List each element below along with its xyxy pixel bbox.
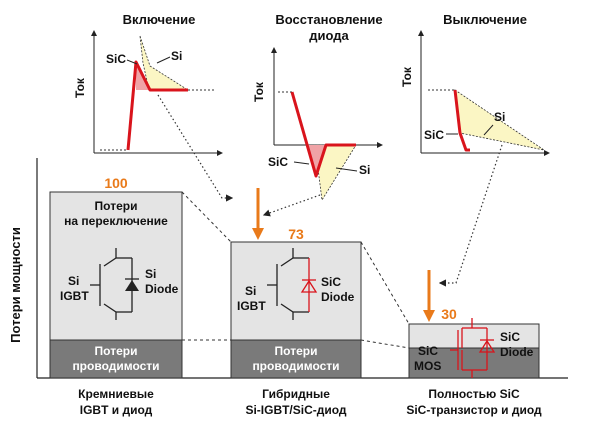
recovery-title-line1: Восстановление xyxy=(275,12,382,27)
column-full-sic-diode-icon xyxy=(478,339,496,353)
waveform-turn-on: Включение Ток SiC Si xyxy=(73,12,223,156)
recovery-sic-loss-area xyxy=(308,145,326,176)
column-si-transistor-label-1: Si xyxy=(68,274,79,288)
column-si-switching-label-2: на переключение xyxy=(64,214,168,228)
column-full-sic-transistor-label-2: MOS xyxy=(414,359,441,373)
column-hybrid-caption-1: Гибридные xyxy=(262,387,330,401)
turn-on-sic-line xyxy=(126,60,188,151)
turn-off-y-label: Ток xyxy=(400,66,414,87)
column-full-sic-caption-1: Полностью SiC xyxy=(428,387,520,401)
column-si-conduction-label-1: Потери xyxy=(95,344,138,358)
column-hybrid-transistor-label-1: Si xyxy=(245,284,256,298)
main-y-label: Потери мощности xyxy=(8,227,23,343)
recovery-title-line2: диода xyxy=(309,28,349,43)
column-full-sic-value: 30 xyxy=(441,306,457,322)
column-hybrid-conduction-bar xyxy=(230,339,362,379)
turn-on-y-label: Ток xyxy=(73,77,87,98)
column-full-sic-caption-2: SiC-транзистор и диод xyxy=(406,403,542,417)
column-si-caption-1: Кремниевые xyxy=(78,387,154,401)
column-hybrid-circuit xyxy=(267,248,309,320)
column-hybrid-conduction-label-2: проводимости xyxy=(252,359,339,373)
turn-off-sic-label: SiC xyxy=(424,128,444,142)
waveform-recovery: Восстановление диода Ток SiC Si xyxy=(252,12,383,202)
orange-arrows xyxy=(252,188,435,322)
column-si-value: 100 xyxy=(104,175,128,191)
recovery-sic-line xyxy=(290,91,356,178)
turn-on-si-label: Si xyxy=(171,49,182,63)
column-hybrid-conduction-label-1: Потери xyxy=(275,344,318,358)
column-hybrid-diode-label-1: SiC xyxy=(321,275,341,289)
column-si-conduction-label-2: проводимости xyxy=(72,359,159,373)
turn-on-sic-label: SiC xyxy=(106,52,126,66)
column-hybrid-diode-icon xyxy=(300,279,318,293)
column-si-conduction-bar xyxy=(49,339,183,379)
column-full-sic-transistor-label-1: SiC xyxy=(418,344,438,358)
column-hybrid-value: 73 xyxy=(288,226,304,242)
column-si-caption-2: IGBT и диод xyxy=(80,403,153,417)
arrow-down-icon xyxy=(423,310,435,322)
column-si-diode-label-1: Si xyxy=(145,267,156,281)
column-hybrid-diode-label-2: Diode xyxy=(321,290,355,304)
turn-off-si-label: Si xyxy=(494,110,505,124)
arrow-down-icon xyxy=(252,228,264,240)
turn-off-title: Выключение xyxy=(443,12,527,27)
column-hybrid: 73 Потери проводимости Si IGBT SiC Diode… xyxy=(230,226,362,417)
column-si-diode-label-2: Diode xyxy=(145,282,179,296)
column-si-transistor-label-2: IGBT xyxy=(60,289,89,303)
column-si-switching-label-1: Потери xyxy=(95,199,138,213)
waveform-turn-off: Выключение Ток SiC Si xyxy=(400,12,550,156)
turn-off-sic-line xyxy=(453,89,470,152)
column-full-sic: 30 SiC MOS SiC Diode Полностью SiC SiC-т… xyxy=(406,306,542,417)
turn-on-title: Включение xyxy=(123,12,196,27)
column-hybrid-transistor-label-2: IGBT xyxy=(237,299,266,313)
level-connectors xyxy=(181,191,410,349)
recovery-si-label: Si xyxy=(359,163,370,177)
column-si: 100 Потери на переключение Потери провод… xyxy=(49,175,183,417)
column-si-diode-icon xyxy=(125,280,139,291)
column-full-sic-diode-label-2: Diode xyxy=(500,345,534,359)
dotted-pointers xyxy=(157,94,503,287)
column-full-sic-diode-label-1: SiC xyxy=(500,330,520,344)
recovery-sic-label: SiC xyxy=(268,155,288,169)
column-full-sic-circuit xyxy=(450,318,494,378)
column-full-sic-conduction-bar xyxy=(408,347,540,379)
column-hybrid-caption-2: Si-IGBT/SiC-диод xyxy=(245,403,346,417)
column-si-circuit xyxy=(90,248,139,320)
recovery-y-label: Ток xyxy=(252,81,266,102)
